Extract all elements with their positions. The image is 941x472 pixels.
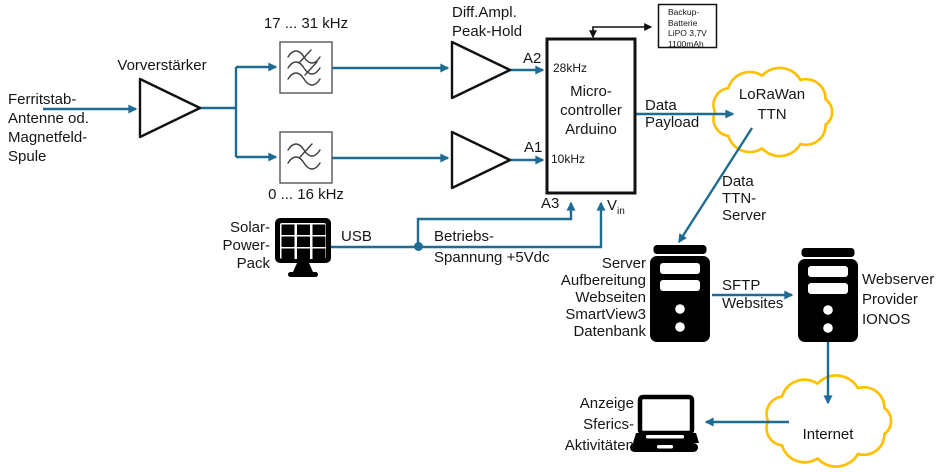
server-aufbereitung-label: Server Aufbereitung Webseiten SmartView3… (560, 255, 646, 340)
a1-label: A1 (524, 139, 543, 156)
data-payload-label: Data Payload (645, 97, 700, 131)
vin-label: Vin (607, 196, 625, 221)
preamp-amplifier-icon (138, 77, 202, 139)
filter-low-label: 0 ... 16 kHz (268, 186, 344, 203)
vin-subscript: in (617, 206, 625, 217)
diff-amp-label: Diff.Ampl. Peak-Hold (452, 4, 523, 40)
webserver-provider-label: Webserver Provider IONOS (862, 271, 935, 328)
microcontroller-label: Micro- controller Arduino (560, 83, 622, 138)
a3-label: A3 (541, 195, 560, 212)
internet-label: Internet (802, 426, 854, 443)
solar-panel-icon (275, 218, 331, 277)
antenna-label: Ferritstab- Antenne od. Magnetfeld- Spul… (8, 91, 89, 165)
battery-label: Backup- Batterie LiPO 3,7V 1100mAh (668, 7, 707, 49)
solar-power-pack-label: Solar- Power- Pack (222, 219, 270, 272)
webserver-ionos-icon (798, 248, 858, 342)
display-sferics-label: Anzeige Sferics- Aktivitäten (564, 395, 634, 454)
data-ttn-server-label: Data TTN- Server (722, 173, 767, 224)
diff-amp-high-icon (450, 40, 512, 100)
mc-input-28khz-label: 28kHz (553, 61, 588, 75)
battery-link-line (589, 23, 653, 39)
preamp-label: Vorverstärker (117, 57, 207, 74)
server-aufbereitung-icon (650, 245, 710, 342)
a3-branch-line (416, 201, 576, 247)
bandpass-filter-icon (279, 41, 333, 94)
laptop-icon (630, 394, 699, 452)
lorawan-cloud-icon (712, 66, 834, 158)
junction-dot (414, 242, 423, 251)
lorawan-ttn-label: LoRaWan TTN (738, 86, 806, 123)
microcontroller-box (545, 37, 637, 195)
internet-cloud-icon (765, 374, 893, 468)
diff-amp-low-icon (450, 130, 512, 190)
filter-high-label: 17 ... 31 kHz (263, 15, 349, 32)
supply-voltage-label: Betriebs- Spannung +5Vdc (434, 228, 550, 266)
ttn-to-server-line (677, 127, 754, 244)
lowpass-filter-icon (279, 131, 333, 184)
sftp-websites-label: SFTP Websites (722, 277, 784, 312)
mc-input-10khz-label: 10kHz (551, 152, 586, 166)
usb-label: USB (341, 228, 372, 245)
a2-label: A2 (523, 50, 542, 67)
vin-base: V (607, 197, 618, 214)
battery-box (657, 3, 718, 49)
